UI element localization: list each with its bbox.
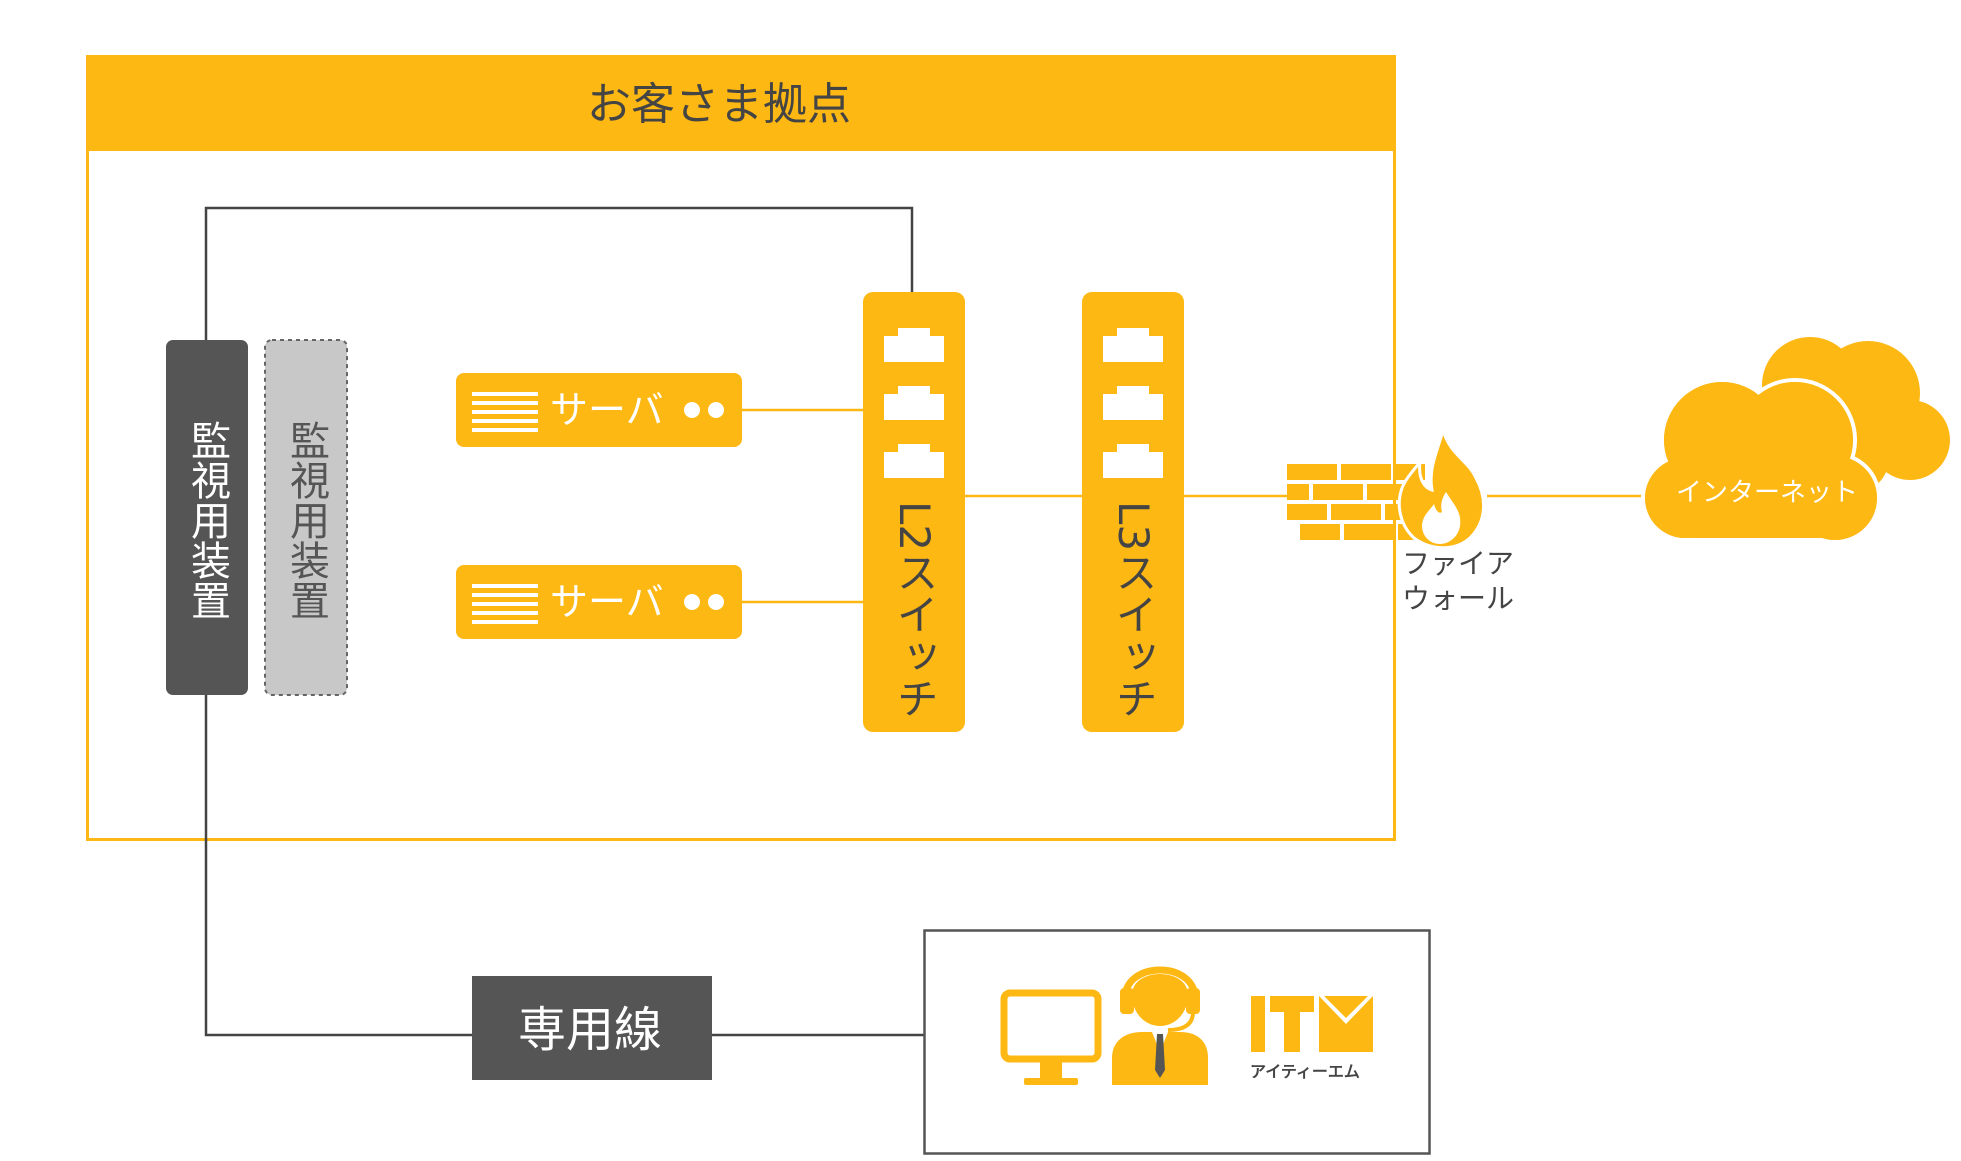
internet-cloud-icon	[1641, 337, 1950, 544]
customer-site	[86, 55, 1396, 841]
firewall-icon	[1287, 424, 1486, 550]
ethernet-port-icon	[1103, 328, 1163, 362]
network-links	[740, 408, 1648, 604]
server-1-label: サーバ	[550, 388, 664, 432]
server-2-label: サーバ	[550, 580, 664, 624]
leased-line-box	[472, 976, 712, 1080]
server-led-icon	[708, 594, 724, 610]
itm-logo-caption: アイティーエム	[1250, 1062, 1360, 1081]
monitor-active-label: 監視用装置	[184, 420, 230, 620]
itm-logo-icon	[1251, 996, 1373, 1052]
server-1	[456, 373, 742, 447]
server-led-icon	[684, 594, 700, 610]
site-frame	[86, 55, 1396, 841]
leased-line-label: 専用線	[518, 1002, 663, 1058]
monitor-to-leased-line	[204, 695, 472, 1037]
firewall-label-line2: ウォール	[1402, 582, 1515, 615]
ethernet-port-icon	[884, 328, 944, 362]
monitor-device-standby	[264, 339, 348, 696]
site-title: お客さま拠点	[587, 79, 851, 130]
ethernet-port-icon	[884, 444, 944, 478]
l3-switch	[1082, 292, 1184, 732]
l2-switch	[863, 292, 965, 732]
server-lines-icon	[472, 584, 538, 624]
server-led-icon	[708, 402, 724, 418]
firewall-label-line1: ファイア	[1402, 547, 1515, 580]
site-header-bar	[87, 56, 1395, 151]
monitor-standby-label: 監視用装置	[283, 420, 329, 620]
operator-icon	[1112, 966, 1208, 1085]
ethernet-port-icon	[1103, 444, 1163, 478]
l3-switch-label: L3スイッチ	[1109, 500, 1158, 720]
monitor-links	[204, 206, 924, 1037]
monitor-icon	[1000, 989, 1102, 1085]
server-2	[456, 565, 742, 639]
ethernet-port-icon	[1103, 386, 1163, 420]
monitor-to-l2-line	[204, 206, 914, 340]
monitor-device-active	[166, 340, 248, 695]
l2-switch-label: L2スイッチ	[890, 500, 939, 720]
ethernet-port-icon	[884, 386, 944, 420]
server-led-icon	[684, 402, 700, 418]
cloud-front-fill	[1645, 382, 1877, 540]
internet-label: インターネット	[1676, 478, 1859, 508]
server-lines-icon	[472, 392, 538, 432]
